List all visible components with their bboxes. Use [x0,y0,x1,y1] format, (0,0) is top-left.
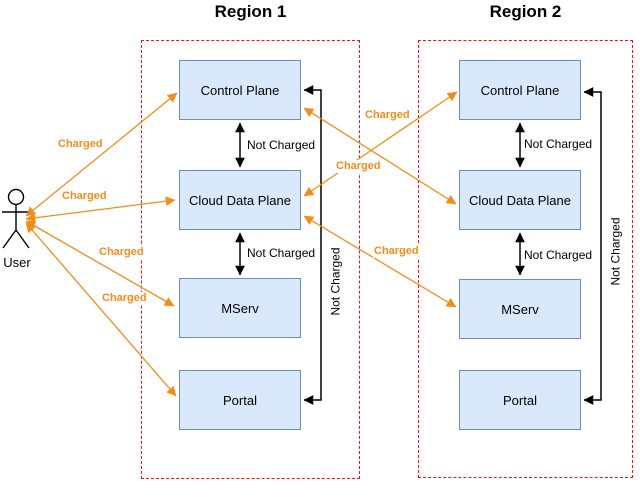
edge-label-notcharged-portal2-cp2: Not Charged [608,215,623,288]
user-label: User [3,255,31,270]
edge-label-notcharged-cp2-cdp2: Not Charged [523,137,594,151]
region1-mserv-box: MServ [179,278,301,338]
edge-label-notcharged-cp1-cdp1: Not Charged [246,138,317,152]
edge-label-charged-user-mserv1: Charged [98,246,145,259]
edge-label-charged-user-cdp1: Charged [61,190,108,203]
region2-title: Region 2 [489,2,562,21]
region1-cloud-data-plane-box: Cloud Data Plane [179,170,301,230]
region1-portal-box: Portal [179,370,301,430]
region1-title: Region 1 [214,2,287,21]
region2-portal-box: Portal [459,370,581,430]
edge-label-charged-cdp1-cp2: Charged [364,109,411,122]
region2-control-plane-box: Control Plane [459,60,581,120]
edge-label-notcharged-cdp1-mserv1: Not Charged [246,246,317,260]
region1-control-plane-box: Control Plane [179,60,301,120]
user-actor-icon [2,188,30,249]
region2-mserv-box: MServ [459,279,581,339]
edge-label-notcharged-portal1-cp1: Not Charged [328,245,343,318]
edge-label-charged-cp1-cdp2: Charged [335,160,382,173]
region2-cloud-data-plane-box: Cloud Data Plane [459,170,581,230]
edge-label-charged-cdp1-mserv2: Charged [373,245,420,258]
edge-label-charged-user-cp1: Charged [57,138,104,151]
edge-label-notcharged-cdp2-mserv2: Not Charged [523,248,594,262]
edge-label-charged-user-portal1: Charged [101,292,148,305]
